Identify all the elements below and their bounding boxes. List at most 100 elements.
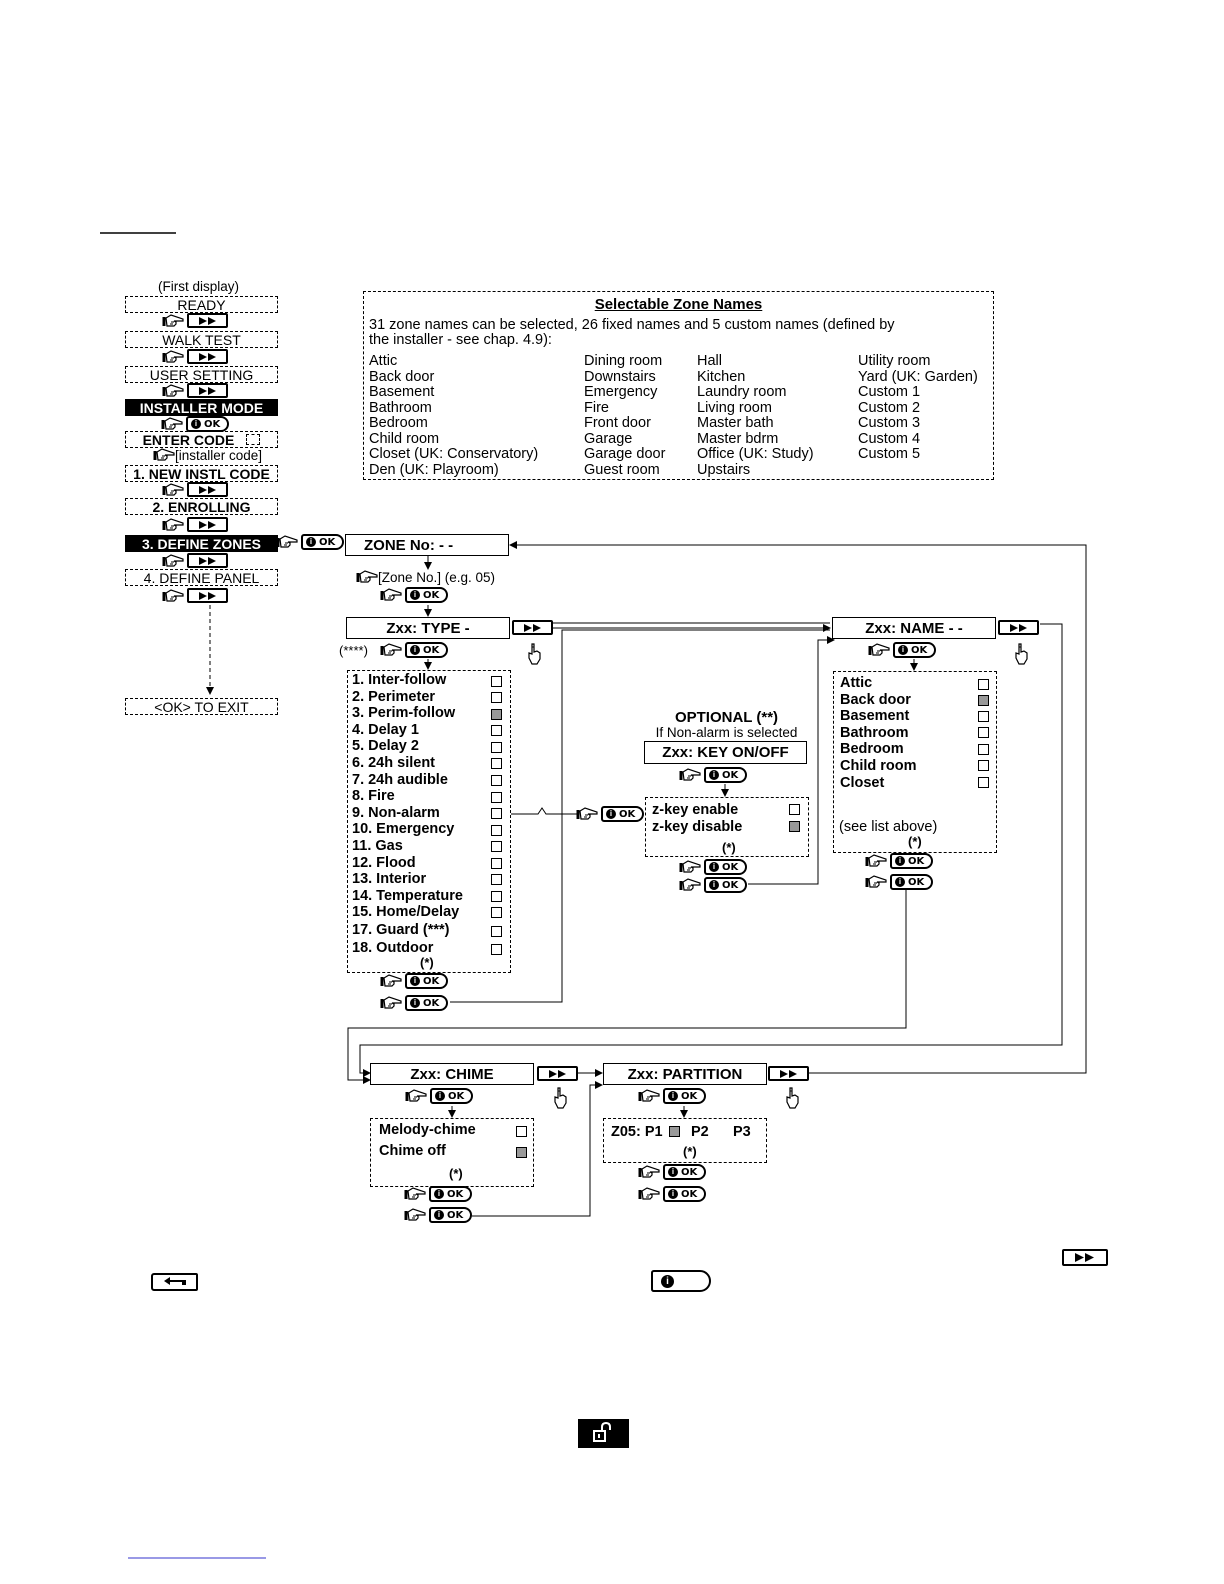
type-option-checkbox[interactable] bbox=[491, 676, 502, 687]
type-option[interactable]: 17. Guard (***) bbox=[352, 921, 450, 938]
type-option[interactable]: 7. 24h audible bbox=[352, 771, 448, 788]
z-key-disable-option[interactable]: z-key disable bbox=[652, 819, 743, 835]
name-option-checkbox[interactable] bbox=[978, 679, 989, 690]
name-option-checkbox[interactable] bbox=[978, 695, 989, 706]
z-key-enable-option[interactable]: z-key enable bbox=[652, 802, 739, 818]
type-option[interactable]: 3. Perim-follow bbox=[352, 705, 456, 722]
next-button[interactable] bbox=[187, 517, 228, 532]
next-button[interactable] bbox=[187, 313, 228, 328]
type-option[interactable]: 6. 24h silent bbox=[352, 754, 436, 771]
type-option[interactable]: 5. Delay 2 bbox=[352, 738, 419, 755]
menu-item-walk-test[interactable]: WALK TEST bbox=[125, 331, 278, 348]
type-option[interactable]: 18. Outdoor bbox=[352, 939, 434, 956]
type-option-checkbox[interactable] bbox=[491, 944, 502, 955]
type-option-checkbox[interactable] bbox=[491, 891, 502, 902]
type-option[interactable]: 15. Home/Delay bbox=[352, 904, 460, 921]
name-option-checkbox[interactable] bbox=[978, 777, 989, 788]
type-option[interactable]: 4. Delay 1 bbox=[352, 721, 419, 738]
type-option[interactable]: 14. Temperature bbox=[352, 887, 463, 904]
menu-item-new-instl-code[interactable]: 1. NEW INSTL CODE bbox=[125, 465, 278, 482]
type-option-checkbox[interactable] bbox=[491, 792, 502, 803]
partition-p1-checkbox[interactable] bbox=[669, 1126, 680, 1137]
type-option-checkbox[interactable] bbox=[491, 808, 502, 819]
name-option[interactable]: Basement bbox=[840, 708, 910, 725]
type-option[interactable]: 1. Inter-follow bbox=[352, 672, 447, 688]
type-option[interactable]: 9. Non-alarm bbox=[352, 804, 440, 821]
next-button[interactable] bbox=[512, 620, 553, 635]
zone-name-options: Attic Back door Basement Bathroom Bedroo… bbox=[840, 675, 917, 791]
name-option[interactable]: Closet bbox=[840, 774, 885, 791]
z-key-enable-checkbox[interactable] bbox=[789, 804, 800, 815]
partition-p2-label[interactable]: P2 bbox=[691, 1124, 709, 1140]
type-option[interactable]: 12. Flood bbox=[352, 854, 416, 871]
name-option-checkbox[interactable] bbox=[978, 744, 989, 755]
next-button[interactable] bbox=[187, 482, 228, 497]
next-button[interactable] bbox=[187, 553, 228, 568]
type-option[interactable]: 2. Perimeter bbox=[352, 688, 436, 705]
menu-item-enrolling[interactable]: 2. ENROLLING bbox=[125, 498, 278, 515]
name-option[interactable]: Bathroom bbox=[840, 724, 909, 741]
menu-item-define-panel[interactable]: 4. DEFINE PANEL bbox=[125, 569, 278, 586]
type-option-checkbox[interactable] bbox=[491, 841, 502, 852]
type-option[interactable]: 8. Fire bbox=[352, 788, 395, 805]
menu-item-ready[interactable]: READY bbox=[125, 296, 278, 313]
name-option[interactable]: Back door bbox=[840, 691, 911, 708]
name-option[interactable]: Attic bbox=[840, 675, 873, 691]
menu-item-installer-mode[interactable]: INSTALLER MODE bbox=[125, 399, 278, 416]
melody-chime-checkbox[interactable] bbox=[516, 1126, 527, 1137]
name-option[interactable]: Child room bbox=[840, 757, 917, 774]
partition-p3-label[interactable]: P3 bbox=[733, 1124, 751, 1140]
type-option-checkbox[interactable] bbox=[491, 775, 502, 786]
next-button[interactable] bbox=[187, 588, 228, 603]
type-option-checkbox[interactable] bbox=[491, 907, 502, 918]
type-option[interactable]: 13. Interior bbox=[352, 871, 427, 888]
menu-item-ok-to-exit[interactable]: <OK> TO EXIT bbox=[125, 698, 278, 715]
next-button[interactable] bbox=[768, 1066, 809, 1081]
name-option-checkbox[interactable] bbox=[978, 711, 989, 722]
type-option-checkbox[interactable] bbox=[491, 858, 502, 869]
chime-off-checkbox[interactable] bbox=[516, 1147, 527, 1158]
name-option[interactable]: Bedroom bbox=[840, 741, 904, 758]
type-option[interactable]: 11. Gas bbox=[352, 837, 403, 854]
menu-item-user-setting[interactable]: USER SETTING bbox=[125, 366, 278, 383]
next-button[interactable] bbox=[187, 349, 228, 364]
type-option-checkbox[interactable] bbox=[491, 825, 502, 836]
type-option-checkbox[interactable] bbox=[491, 926, 502, 937]
type-option[interactable]: 10. Emergency bbox=[352, 821, 455, 838]
next-button[interactable] bbox=[187, 383, 228, 398]
type-option-checkbox[interactable] bbox=[491, 742, 502, 753]
type-option-checkbox[interactable] bbox=[491, 725, 502, 736]
name-option-checkbox[interactable] bbox=[978, 760, 989, 771]
type-option-checkbox[interactable] bbox=[491, 758, 502, 769]
chime-off-option[interactable]: Chime off bbox=[379, 1143, 446, 1159]
next-button[interactable] bbox=[537, 1066, 578, 1081]
melody-chime-option[interactable]: Melody-chime bbox=[379, 1122, 476, 1138]
type-option-checkbox[interactable] bbox=[491, 709, 502, 720]
type-option-checkbox[interactable] bbox=[491, 692, 502, 703]
next-button[interactable] bbox=[998, 620, 1039, 635]
z-key-disable-checkbox[interactable] bbox=[789, 821, 800, 832]
name-option-checkbox[interactable] bbox=[978, 727, 989, 738]
menu-item-enter-code[interactable]: ENTER CODE bbox=[125, 431, 278, 448]
type-option-checkbox[interactable] bbox=[491, 874, 502, 885]
menu-item-define-zones[interactable]: 3. DEFINE ZONES bbox=[125, 535, 278, 552]
